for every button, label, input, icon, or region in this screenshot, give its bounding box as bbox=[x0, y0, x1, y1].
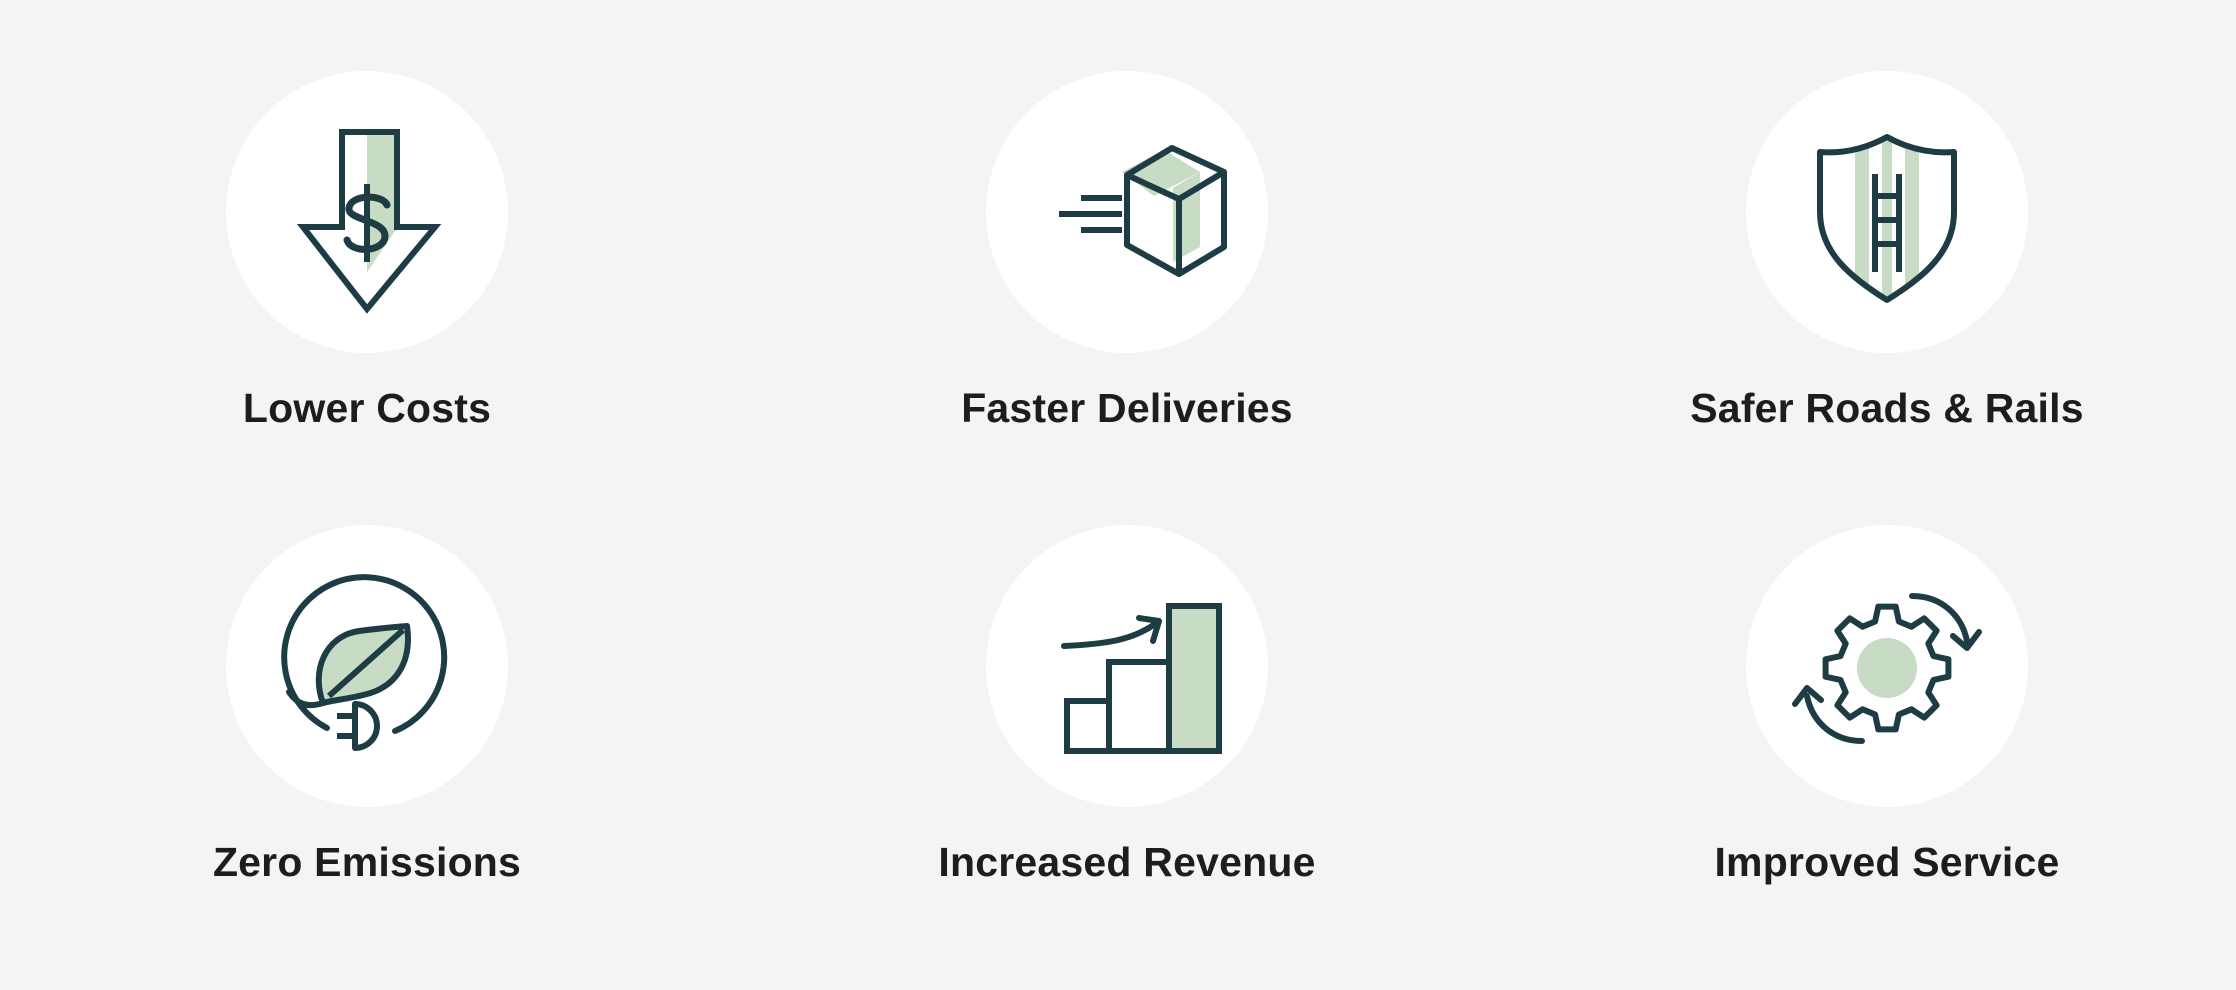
feature-label: Safer Roads & Rails bbox=[1690, 385, 2084, 431]
icon-circle bbox=[986, 71, 1268, 353]
gear-cycle-icon bbox=[1792, 593, 1982, 744]
shield-ladder-icon bbox=[1817, 134, 1957, 303]
feature-label: Improved Service bbox=[1714, 839, 2060, 885]
fast-box-icon bbox=[1059, 145, 1227, 277]
revenue-growth-icon bbox=[1061, 603, 1222, 754]
leaf-plug-icon bbox=[281, 574, 448, 751]
icon-circle bbox=[226, 525, 508, 807]
icon-circle bbox=[226, 71, 508, 353]
feature-zero-emissions: Zero Emissions bbox=[67, 525, 667, 886]
dollar-down-arrow-icon bbox=[296, 129, 442, 314]
icon-circle bbox=[986, 525, 1268, 807]
feature-faster-deliveries: Faster Deliveries bbox=[827, 71, 1427, 432]
feature-safer-roads-rails: Safer Roads & Rails bbox=[1587, 71, 2187, 432]
feature-label: Increased Revenue bbox=[938, 839, 1316, 885]
icon-circle bbox=[1746, 71, 2028, 353]
feature-label: Zero Emissions bbox=[212, 839, 522, 885]
feature-label: Lower Costs bbox=[242, 385, 492, 431]
feature-lower-costs: Lower Costs bbox=[67, 71, 667, 432]
feature-increased-revenue: Increased Revenue bbox=[827, 525, 1427, 886]
feature-label: Faster Deliveries bbox=[961, 385, 1293, 431]
feature-improved-service: Improved Service bbox=[1587, 525, 2187, 886]
icon-circle bbox=[1746, 525, 2028, 807]
